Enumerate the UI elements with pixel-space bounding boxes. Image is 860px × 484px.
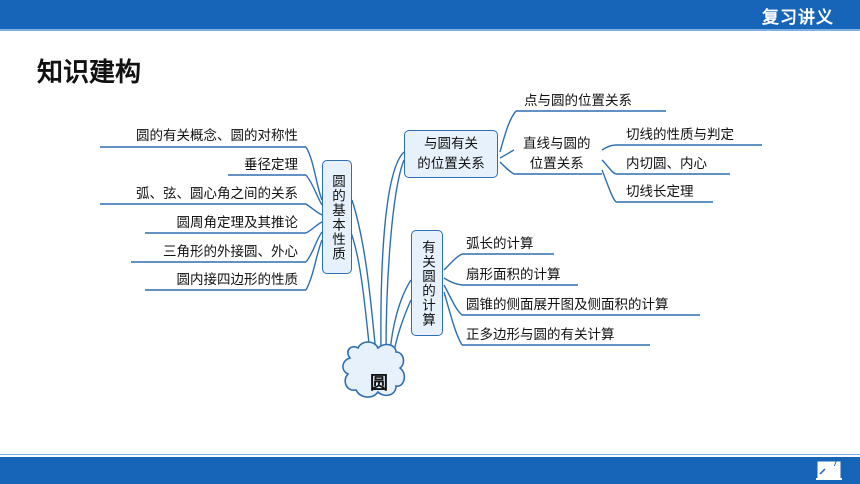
left-branch-label: 圆的基本性质 <box>329 173 345 261</box>
left-leaf-3: 弧、弦、圆心角之间的关系 <box>136 186 298 202</box>
center-node-label: 圆 <box>370 373 388 394</box>
bottom-right-leaf-4: 正多边形与圆的有关计算 <box>466 327 615 343</box>
left-leaf-4: 圆周角定理及其推论 <box>176 215 299 231</box>
top-right-sub-label: 直线与圆的 位置关系 <box>523 134 591 174</box>
bottom-bar <box>0 457 860 484</box>
bottom-divider <box>0 454 860 458</box>
top-right-branch-label-1: 与圆有关 <box>424 136 478 152</box>
sub-leaf-3: 切线长定理 <box>626 184 694 200</box>
left-branch-box: 圆的基本性质 <box>322 160 352 274</box>
left-leaf-2: 垂径定理 <box>244 157 298 173</box>
top-right-branch-label-2: 的位置关系 <box>417 156 485 172</box>
page-title: 知识建构 <box>37 58 142 88</box>
top-right-branch-box: 与圆有关 的位置关系 <box>404 130 498 178</box>
sub-leaf-1: 切线的性质与判定 <box>626 127 734 143</box>
top-right-leaf-1: 点与圆的位置关系 <box>524 93 632 109</box>
page-number: 7 <box>832 459 838 469</box>
bottom-right-leaf-3: 圆锥的侧面展开图及侧面积的计算 <box>466 297 669 313</box>
top-divider <box>0 29 860 31</box>
left-leaf-5: 三角形的外接圆、外心 <box>163 244 298 260</box>
page-number-icon <box>816 461 842 480</box>
sub-leaf-2: 内切圆、内心 <box>626 156 707 172</box>
left-leaf-1: 圆的有关概念、圆的对称性 <box>136 128 298 144</box>
bottom-right-leaf-1: 弧长的计算 <box>466 236 534 252</box>
header-title: 复习讲义 <box>762 8 834 28</box>
left-leaf-6: 圆内接四边形的性质 <box>176 272 299 288</box>
top-right-sub-label-2: 位置关系 <box>529 156 584 172</box>
top-right-sub-label-1: 直线与圆的 <box>523 136 591 152</box>
bottom-right-branch-label: 有关圆的计算 <box>419 239 435 327</box>
top-bar: 复习讲义 <box>0 0 860 29</box>
bottom-right-branch-box: 有关圆的计算 <box>411 230 443 336</box>
bottom-right-leaf-2: 扇形面积的计算 <box>466 267 561 283</box>
center-node-shape <box>342 341 406 398</box>
